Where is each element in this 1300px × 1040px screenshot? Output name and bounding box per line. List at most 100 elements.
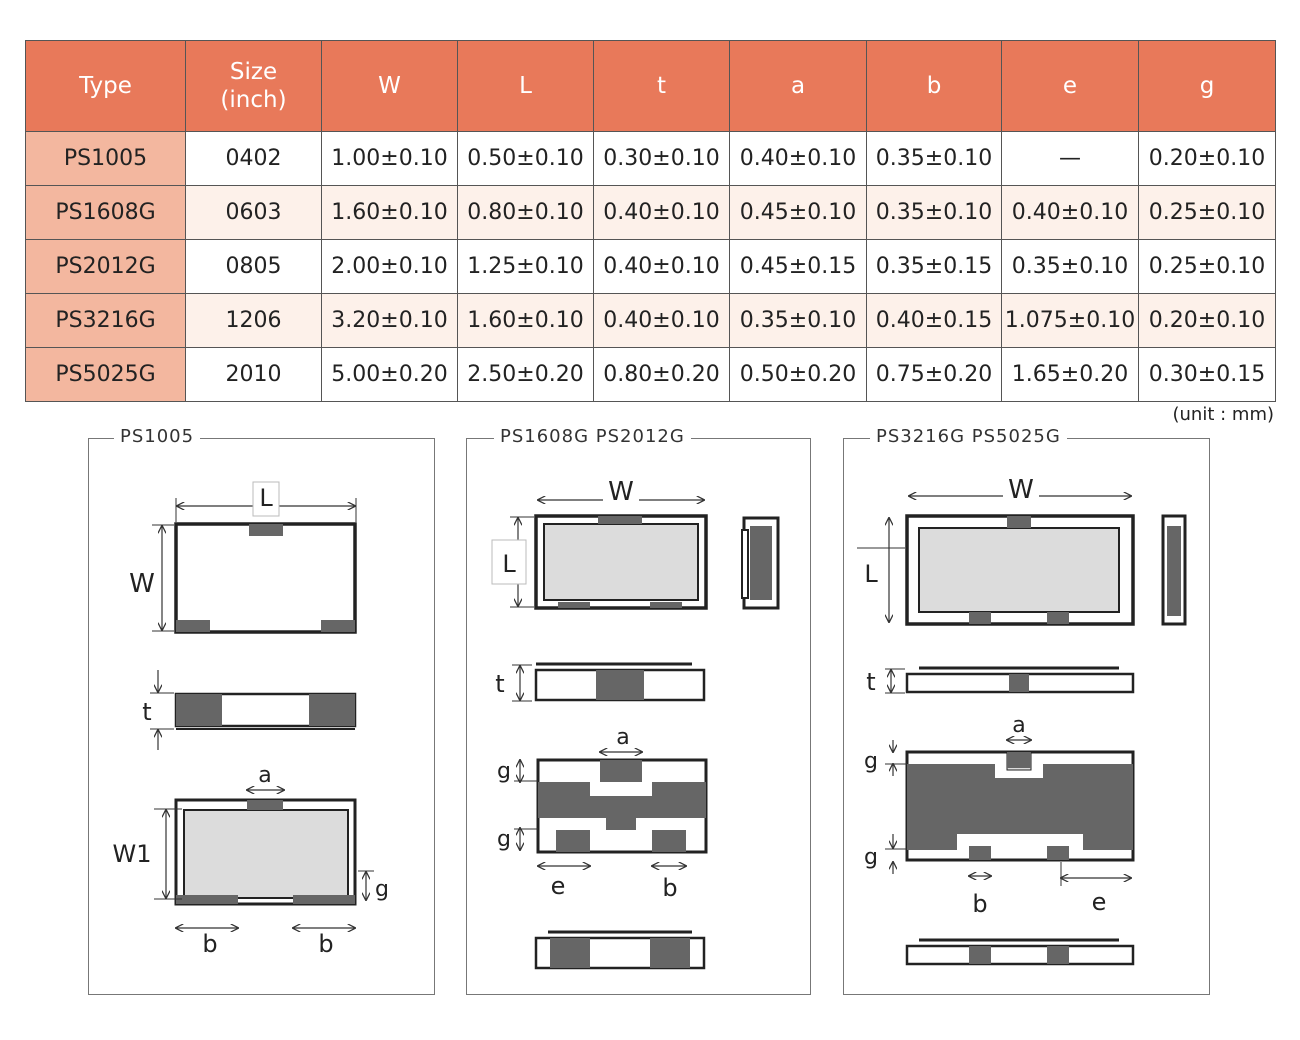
- panel-title-ps1005: PS1005: [114, 426, 201, 447]
- header-l: L: [457, 40, 594, 132]
- cell-g: 0.25±0.10: [1138, 185, 1276, 240]
- dimension-table: Type Size (inch) W L t a b e g PS1005 04…: [25, 40, 1276, 402]
- cell-g: 0.20±0.10: [1138, 293, 1276, 348]
- ps3216g-bottom-view: a g g b e: [864, 713, 1135, 918]
- label-w: W: [608, 477, 634, 507]
- cell-w: 3.20±0.10: [321, 293, 458, 348]
- cell-b: 0.75±0.20: [866, 347, 1002, 402]
- header-w: W: [321, 40, 458, 132]
- table-row: PS2012G 0805 2.00±0.10 1.25±0.10 0.40±0.…: [25, 239, 1276, 294]
- label-w1: W1: [113, 840, 152, 868]
- label-l: L: [864, 560, 878, 588]
- table-row: PS1608G 0603 1.60±0.10 0.80±0.10 0.40±0.…: [25, 185, 1276, 240]
- ps1608g-bottom-view: a g g e b: [497, 725, 708, 902]
- ps3216g-end-view: [905, 938, 1135, 966]
- cell-type: PS3216G: [25, 293, 186, 348]
- unit-note: (unit : mm): [1172, 404, 1275, 425]
- cell-e: 0.40±0.10: [1001, 185, 1139, 240]
- cell-e: 0.35±0.10: [1001, 239, 1139, 294]
- cell-a: 0.35±0.10: [729, 293, 867, 348]
- cell-type: PS5025G: [25, 347, 186, 402]
- header-g: g: [1138, 40, 1276, 132]
- cell-w: 2.00±0.10: [321, 239, 458, 294]
- label-g-top: g: [497, 759, 511, 784]
- cell-t: 0.30±0.10: [593, 131, 730, 186]
- cell-w: 1.00±0.10: [321, 131, 458, 186]
- cell-size: 0603: [185, 185, 322, 240]
- cell-e: 1.075±0.10: [1001, 293, 1139, 348]
- label-g-top: g: [864, 749, 878, 774]
- table-row: PS5025G 2010 5.00±0.20 2.50±0.20 0.80±0.…: [25, 347, 1276, 402]
- label-e: e: [551, 872, 566, 900]
- cell-t: 0.40±0.10: [593, 293, 730, 348]
- header-type: Type: [25, 40, 186, 132]
- cell-size: 2010: [185, 347, 322, 402]
- cell-size: 0402: [185, 131, 322, 186]
- table-row: PS3216G 1206 3.20±0.10 1.60±0.10 0.40±0.…: [25, 293, 1276, 348]
- label-g-bottom: g: [864, 845, 878, 870]
- cell-l: 0.80±0.10: [457, 185, 594, 240]
- cell-t: 0.40±0.10: [593, 239, 730, 294]
- cell-e: —: [1001, 131, 1139, 186]
- label-g: g: [375, 877, 389, 902]
- ps1005-side-view: t: [142, 670, 357, 750]
- label-t: t: [142, 698, 151, 726]
- label-w: W: [129, 569, 155, 599]
- cell-l: 2.50±0.20: [457, 347, 594, 402]
- cell-w: 5.00±0.20: [321, 347, 458, 402]
- label-g-bottom: g: [497, 827, 511, 852]
- ps1608g-top-view: W L: [491, 476, 780, 610]
- cell-w: 1.60±0.10: [321, 185, 458, 240]
- cell-b: 0.35±0.10: [866, 131, 1002, 186]
- label-l: L: [502, 550, 516, 578]
- header-size: Size (inch): [185, 40, 322, 132]
- cell-a: 0.50±0.20: [729, 347, 867, 402]
- ps1005-top-view: L W: [129, 481, 357, 634]
- table-row: PS1005 0402 1.00±0.10 0.50±0.10 0.30±0.1…: [25, 131, 1276, 186]
- ps3216g-top-view: W L: [857, 472, 1187, 626]
- cell-type: PS1608G: [25, 185, 186, 240]
- cell-l: 0.50±0.10: [457, 131, 594, 186]
- panel-ps1005: [88, 438, 435, 995]
- cell-type: PS1005: [25, 131, 186, 186]
- ps1608g-side-view: t: [495, 662, 706, 702]
- cell-t: 0.40±0.10: [593, 185, 730, 240]
- label-l: L: [259, 484, 273, 512]
- cell-a: 0.45±0.15: [729, 239, 867, 294]
- header-b: b: [866, 40, 1002, 132]
- ps3216g-ps5025g-drawing: W L t a g g: [857, 472, 1187, 966]
- header-e: e: [1001, 40, 1139, 132]
- header-t: t: [593, 40, 730, 132]
- cell-l: 1.60±0.10: [457, 293, 594, 348]
- label-b: b: [972, 890, 987, 918]
- table-header-row: Type Size (inch) W L t a b e g: [25, 40, 1276, 132]
- cell-e: 1.65±0.20: [1001, 347, 1139, 402]
- cell-l: 1.25±0.10: [457, 239, 594, 294]
- ps1608g-end-view: [534, 930, 706, 970]
- label-t: t: [495, 670, 504, 698]
- cell-b: 0.40±0.15: [866, 293, 1002, 348]
- cell-size: 1206: [185, 293, 322, 348]
- cell-g: 0.25±0.10: [1138, 239, 1276, 294]
- panel-title-ps3216g-ps5025g: PS3216G PS5025G: [870, 426, 1067, 447]
- label-w: W: [1008, 475, 1034, 505]
- ps1005-bottom-view: a W1 g b b: [113, 763, 389, 958]
- label-t: t: [866, 668, 875, 696]
- cell-type: PS2012G: [25, 239, 186, 294]
- label-b-left: b: [202, 930, 217, 958]
- cell-size: 0805: [185, 239, 322, 294]
- header-a: a: [729, 40, 867, 132]
- cell-b: 0.35±0.15: [866, 239, 1002, 294]
- cell-a: 0.45±0.10: [729, 185, 867, 240]
- label-b: b: [662, 874, 677, 902]
- cell-b: 0.35±0.10: [866, 185, 1002, 240]
- label-a: a: [1012, 713, 1025, 738]
- label-e: e: [1092, 888, 1107, 916]
- cell-g: 0.30±0.15: [1138, 347, 1276, 402]
- cell-a: 0.40±0.10: [729, 131, 867, 186]
- label-a: a: [258, 763, 271, 788]
- cell-t: 0.80±0.20: [593, 347, 730, 402]
- label-b-right: b: [318, 930, 333, 958]
- ps3216g-side-view: t: [866, 666, 1135, 696]
- ps1005-drawing: L W t a W1 g b: [113, 481, 389, 958]
